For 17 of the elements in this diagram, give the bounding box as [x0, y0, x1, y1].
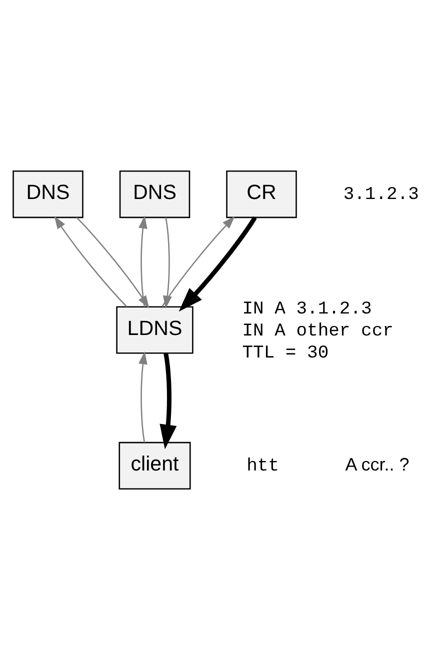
node-box: LDNS	[116, 306, 194, 354]
arrow	[162, 216, 235, 307]
node-box: DNS	[119, 170, 190, 218]
label: TTL = 30	[242, 342, 329, 363]
node-box: CR	[226, 170, 297, 218]
node-label: 3.1.2.3	[343, 184, 419, 205]
arrow	[178, 216, 257, 312]
label: IN A other ccr	[242, 320, 394, 341]
node-label: htt	[246, 456, 280, 476]
node-box: client	[118, 441, 191, 489]
arrow	[54, 215, 128, 307]
arrow	[160, 352, 177, 449]
node-box: DNS	[12, 170, 84, 218]
label: IN A 3.1.2.3	[242, 299, 372, 320]
arrow	[138, 215, 148, 306]
arrow	[138, 350, 148, 442]
label: A ccr.. ?	[345, 454, 410, 474]
